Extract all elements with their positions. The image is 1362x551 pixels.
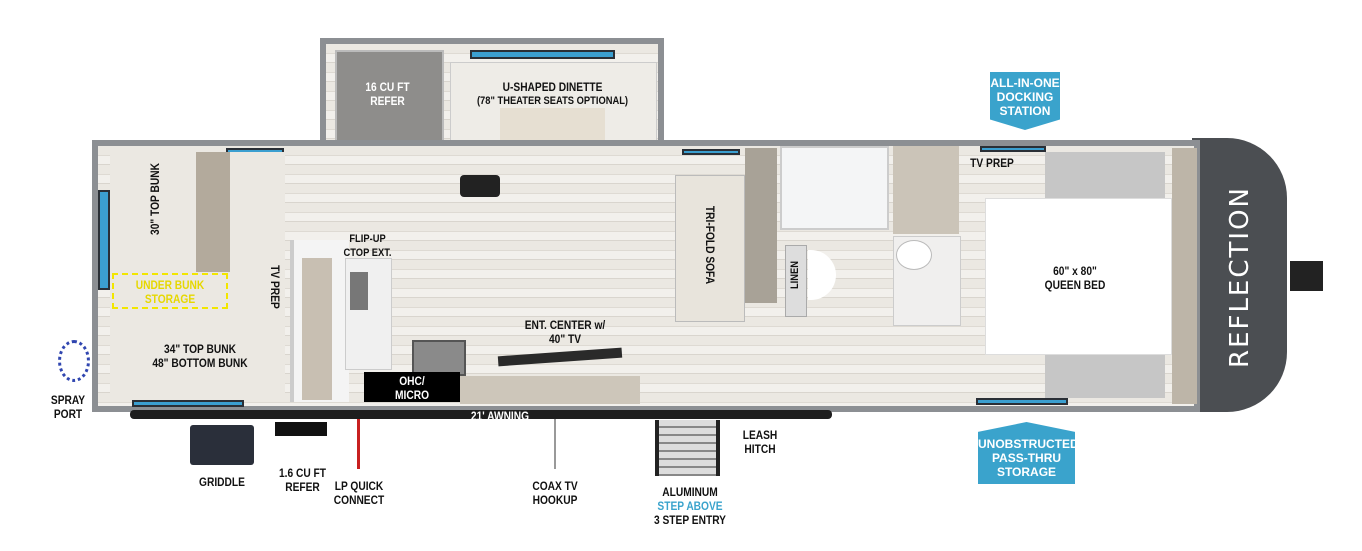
label-line: FLIP-UP (349, 233, 386, 245)
tri-fold-sofa (675, 175, 745, 322)
label-line: LEASH (742, 428, 778, 442)
ent-center-label: ENT. CENTER w/40" TV (518, 318, 612, 346)
label-line: ENT. CENTER w/ (524, 318, 606, 332)
awning-label: 21' AWNING (470, 409, 530, 423)
kitchen-island (745, 148, 777, 303)
wardrobe (893, 146, 959, 234)
bunk-cabinet (196, 152, 230, 272)
linen-label: LINEN (789, 260, 801, 290)
label-line: 48" BOTTOM BUNK (152, 356, 248, 370)
pantry (302, 258, 332, 400)
shower (780, 146, 889, 230)
label-line: REFER (285, 480, 320, 494)
label-line: DOCKING (996, 90, 1054, 104)
spray-port-icon (58, 340, 90, 382)
window (682, 149, 740, 155)
label-line: HITCH (744, 442, 776, 456)
label-line: STORAGE (996, 465, 1057, 479)
entry-steps (655, 420, 720, 476)
label-line: QUEEN BED (1044, 278, 1106, 292)
label-line: LP QUICK (334, 479, 384, 493)
label-line: UNDER BUNK (135, 278, 205, 292)
griddle-label: GRIDDLE (199, 475, 245, 489)
label-line: PORT (53, 407, 83, 421)
brand-logo: REFLECTION (1225, 186, 1255, 368)
label-line: COAX TV (532, 479, 578, 493)
label-line: REFER (370, 94, 405, 108)
ent-center (460, 376, 640, 404)
label-line: SPRAY (50, 393, 86, 407)
tv-prep-front-label: TV PREP (970, 156, 1014, 170)
label-line: HOOKUP (532, 493, 578, 507)
label-line: OHC/ (399, 374, 425, 388)
label-line: STORAGE (144, 292, 196, 306)
linen-cabinet (785, 245, 807, 317)
bed-rug-top (1045, 152, 1165, 202)
label-line: CONNECT (333, 493, 385, 507)
label-line: CTOP EXT. (343, 247, 392, 259)
label-line: 1.6 CU FT (278, 466, 327, 480)
window (976, 398, 1068, 405)
lp-line (357, 419, 360, 469)
queen-bed-label: 60" x 80"QUEEN BED (1028, 264, 1122, 292)
bath-sink (896, 240, 932, 270)
front-cap (1192, 138, 1287, 412)
ohc-micro (364, 372, 460, 402)
ohc-micro-label: OHC/MICRO (371, 374, 453, 402)
dinette-label: U-SHAPED DINETTE (502, 80, 603, 94)
label-line: STATION (999, 104, 1051, 118)
label-line: MICRO (395, 388, 429, 402)
bed-rug-bottom (1045, 350, 1165, 398)
window (132, 400, 244, 407)
label-line: 16 CU FT (365, 80, 410, 94)
label-line: 3 STEP ENTRY (653, 513, 726, 527)
pin-box (1290, 261, 1323, 291)
headboard-cabinets (1172, 148, 1197, 404)
queen-bed (985, 198, 1172, 355)
window (98, 190, 110, 290)
window (980, 146, 1046, 152)
stove (412, 340, 466, 376)
label-line: 40" TV (548, 332, 582, 346)
fireplace-recliners (460, 175, 500, 197)
griddle-icon (190, 425, 254, 465)
label-line: ALUMINUM (662, 485, 718, 499)
flip-up-label: FLIP-UP CTOP EXT. (331, 232, 403, 260)
outdoor-refer-icon (275, 422, 327, 436)
top-bunk-30-label: 30" TOP BUNK (148, 163, 162, 235)
window (470, 50, 615, 59)
under-bunk-storage-outline (112, 273, 228, 309)
label-line: ALL-IN-ONE (990, 76, 1060, 90)
tri-fold-sofa-label: TRI-FOLD SOFA (703, 205, 717, 285)
awning-bar (130, 410, 832, 419)
label-line: 60" x 80" (1053, 264, 1097, 278)
label-line: STEP ABOVE (657, 499, 723, 513)
label-line: PASS-THRU (991, 451, 1062, 465)
label-line: 34" TOP BUNK (164, 342, 236, 356)
tv-prep-rear-label: TV PREP (268, 265, 282, 309)
label-line: UNOBSTRUCTED (978, 437, 1079, 451)
coax-line (554, 419, 556, 469)
dinette-note: (78" THEATER SEATS OPTIONAL) (476, 95, 629, 107)
sink (350, 272, 368, 310)
